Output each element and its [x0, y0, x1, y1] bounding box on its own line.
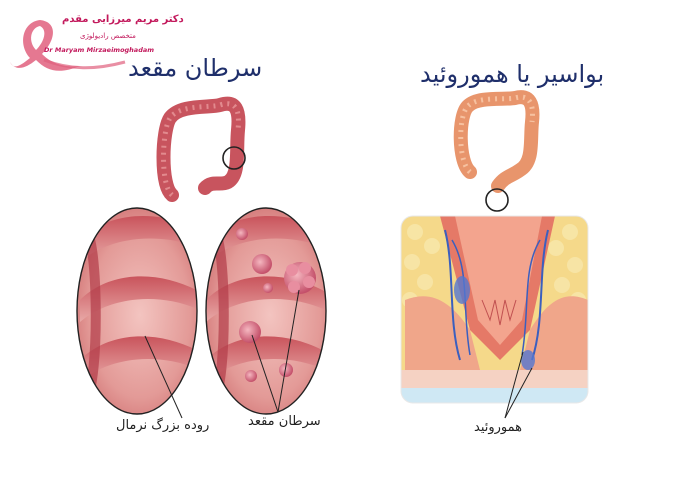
cancer-colon-closeup	[205, 207, 327, 415]
logo-subtitle: متخصص رادیولوژی	[80, 32, 136, 40]
normal-colon-closeup	[76, 207, 198, 415]
title-hemorrhoids: بواسیر یا هموروئید	[420, 60, 605, 88]
label-hemorrhoid: هموروئید	[474, 420, 523, 435]
leader-lines-left	[144, 289, 300, 419]
leader-lines-right	[504, 351, 533, 419]
label-normal-colon: روده بزرگ نرمال	[116, 418, 210, 433]
logo-name-english: Dr Maryam Mirzaeimoghadam	[44, 46, 155, 54]
hemorrhoid-anatomy	[401, 216, 588, 403]
logo-title: دکتر مریم میرزایی مقدم	[62, 14, 184, 25]
ribbon-logo-icon	[10, 20, 126, 71]
tumor-icon	[236, 228, 316, 382]
title-anal-cancer: سرطان مقعد	[128, 54, 263, 82]
label-anal-cancer: سرطان مقعد	[248, 414, 321, 429]
colon-cancer-illustration	[156, 96, 246, 202]
colon-hemorrhoid-illustration	[453, 90, 540, 212]
